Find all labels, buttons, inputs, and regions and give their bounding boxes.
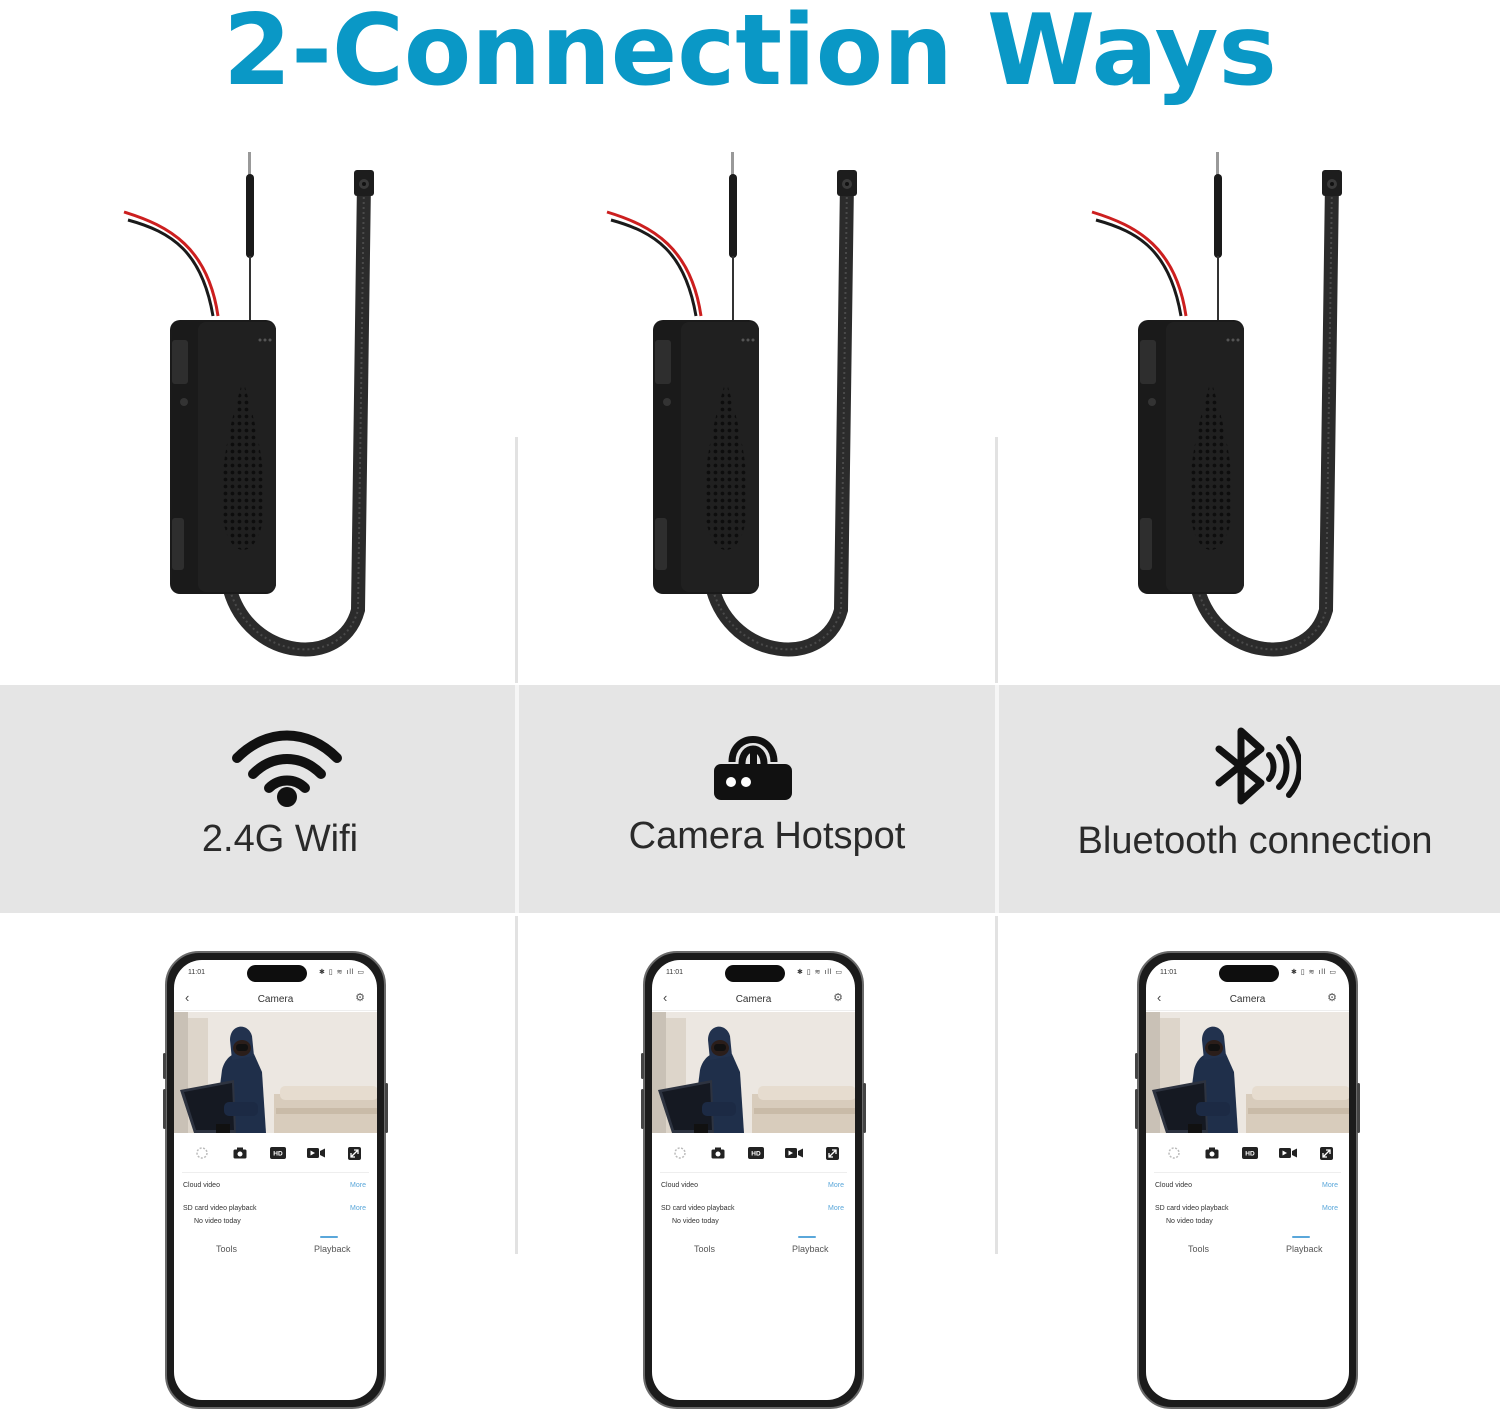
camera-module-image	[110, 140, 410, 660]
dynamic-island	[1219, 965, 1279, 982]
wifi-icon	[232, 730, 342, 807]
video-toolbar: HD	[652, 1142, 855, 1164]
dynamic-island	[725, 965, 785, 982]
status-time: 11:01	[188, 969, 205, 976]
status-time: 11:01	[666, 969, 683, 976]
cloud-video-label: Cloud video	[1155, 1182, 1192, 1189]
column-divider	[995, 437, 998, 683]
nav-divider	[652, 1010, 855, 1011]
settings-gear-icon[interactable]: ⚙	[1327, 992, 1337, 1004]
live-video-feed[interactable]	[1146, 1012, 1349, 1133]
phone-screen: 11:01 ✱ ▯ ≋ ıll ▭ ‹ Camera ⚙ HD	[652, 960, 855, 1400]
active-tab-indicator	[1292, 1236, 1310, 1238]
status-icons: ✱ ▯ ≋ ıll ▭	[796, 969, 843, 976]
hd-icon[interactable]: HD	[745, 1142, 767, 1164]
method-label-bluetooth: Bluetooth connection	[1077, 820, 1433, 862]
live-video-feed[interactable]	[652, 1012, 855, 1133]
no-video-text: No video today	[672, 1218, 719, 1225]
fullscreen-icon[interactable]	[343, 1142, 365, 1164]
method-label-hotspot: Camera Hotspot	[628, 815, 906, 857]
band-gap	[515, 685, 519, 913]
fullscreen-icon[interactable]	[1315, 1142, 1337, 1164]
live-video-feed[interactable]	[174, 1012, 377, 1133]
column-divider	[995, 916, 998, 1254]
sd-playback-label: SD card video playback	[1155, 1205, 1229, 1212]
phone-app-mockup: 11:01 ✱ ▯ ≋ ıll ▭ ‹ Camera ⚙ HD	[641, 951, 866, 1409]
nav-divider	[174, 1010, 377, 1011]
toolbar-divider	[182, 1172, 369, 1173]
status-time: 11:01	[1160, 969, 1177, 976]
phone-screen: 11:01 ✱ ▯ ≋ ıll ▭ ‹ Camera ⚙ HD	[1146, 960, 1349, 1400]
active-tab-indicator	[320, 1236, 338, 1238]
phone-app-mockup: 11:01 ✱ ▯ ≋ ıll ▭ ‹ Camera ⚙ HD	[163, 951, 388, 1409]
back-chevron-icon[interactable]: ‹	[663, 990, 668, 1005]
method-band-1	[0, 685, 515, 913]
dynamic-island	[247, 965, 307, 982]
toolbar-divider	[660, 1172, 847, 1173]
record-icon[interactable]	[305, 1142, 327, 1164]
tab-playback[interactable]: Playback	[314, 1244, 351, 1254]
status-icons: ✱ ▯ ≋ ıll ▭	[318, 969, 365, 976]
settings-gear-icon[interactable]: ⚙	[833, 992, 843, 1004]
tab-tools[interactable]: Tools	[694, 1244, 716, 1254]
phone-app-mockup: 11:01 ✱ ▯ ≋ ıll ▭ ‹ Camera ⚙ HD	[1135, 951, 1360, 1409]
screen-title: Camera	[257, 994, 294, 1005]
nav-divider	[1146, 1010, 1349, 1011]
headline: 2-Connection Ways	[223, 0, 1277, 108]
tab-playback[interactable]: Playback	[792, 1244, 829, 1254]
screen-title: Camera	[735, 994, 772, 1005]
method-label-wifi: 2.4G Wifi	[201, 818, 359, 860]
cloud-video-label: Cloud video	[183, 1182, 220, 1189]
band-gap	[995, 685, 999, 913]
hd-icon[interactable]: HD	[1239, 1142, 1261, 1164]
sd-playback-label: SD card video playback	[183, 1205, 257, 1212]
phone-screen: 11:01 ✱ ▯ ≋ ıll ▭ ‹ Camera ⚙ HD	[174, 960, 377, 1400]
tab-playback[interactable]: Playback	[1286, 1244, 1323, 1254]
sd-playback-label: SD card video playback	[661, 1205, 735, 1212]
cloud-video-more-link[interactable]: More	[350, 1182, 366, 1189]
sd-playback-more-link[interactable]: More	[1322, 1205, 1338, 1212]
screen-title: Camera	[1229, 994, 1266, 1005]
back-chevron-icon[interactable]: ‹	[1157, 990, 1162, 1005]
video-toolbar: HD	[174, 1142, 377, 1164]
camera-module-image	[593, 140, 893, 660]
method-band-3	[999, 685, 1500, 913]
bluetooth-icon	[1215, 727, 1301, 805]
column-divider	[515, 916, 518, 1254]
video-toolbar: HD	[1146, 1142, 1349, 1164]
settings-gear-icon[interactable]: ⚙	[355, 992, 365, 1004]
column-divider	[515, 437, 518, 683]
snapshot-icon[interactable]	[229, 1142, 251, 1164]
hd-icon[interactable]: HD	[267, 1142, 289, 1164]
no-video-text: No video today	[1166, 1218, 1213, 1225]
speaker-icon[interactable]	[669, 1142, 691, 1164]
cloud-video-more-link[interactable]: More	[1322, 1182, 1338, 1189]
speaker-icon[interactable]	[1163, 1142, 1185, 1164]
speaker-icon[interactable]	[191, 1142, 213, 1164]
sd-playback-more-link[interactable]: More	[828, 1205, 844, 1212]
record-icon[interactable]	[1277, 1142, 1299, 1164]
toolbar-divider	[1154, 1172, 1341, 1173]
tab-tools[interactable]: Tools	[1188, 1244, 1210, 1254]
tab-tools[interactable]: Tools	[216, 1244, 238, 1254]
camera-module-image	[1078, 140, 1378, 660]
back-chevron-icon[interactable]: ‹	[185, 990, 190, 1005]
hd-label: HD	[273, 1151, 283, 1158]
fullscreen-icon[interactable]	[821, 1142, 843, 1164]
record-icon[interactable]	[783, 1142, 805, 1164]
cloud-video-more-link[interactable]: More	[828, 1182, 844, 1189]
sd-playback-more-link[interactable]: More	[350, 1205, 366, 1212]
snapshot-icon[interactable]	[707, 1142, 729, 1164]
active-tab-indicator	[798, 1236, 816, 1238]
router-hotspot-icon	[714, 736, 792, 800]
cloud-video-label: Cloud video	[661, 1182, 698, 1189]
no-video-text: No video today	[194, 1218, 241, 1225]
status-icons: ✱ ▯ ≋ ıll ▭	[1290, 969, 1337, 976]
hd-label: HD	[751, 1151, 761, 1158]
hd-label: HD	[1245, 1151, 1255, 1158]
snapshot-icon[interactable]	[1201, 1142, 1223, 1164]
